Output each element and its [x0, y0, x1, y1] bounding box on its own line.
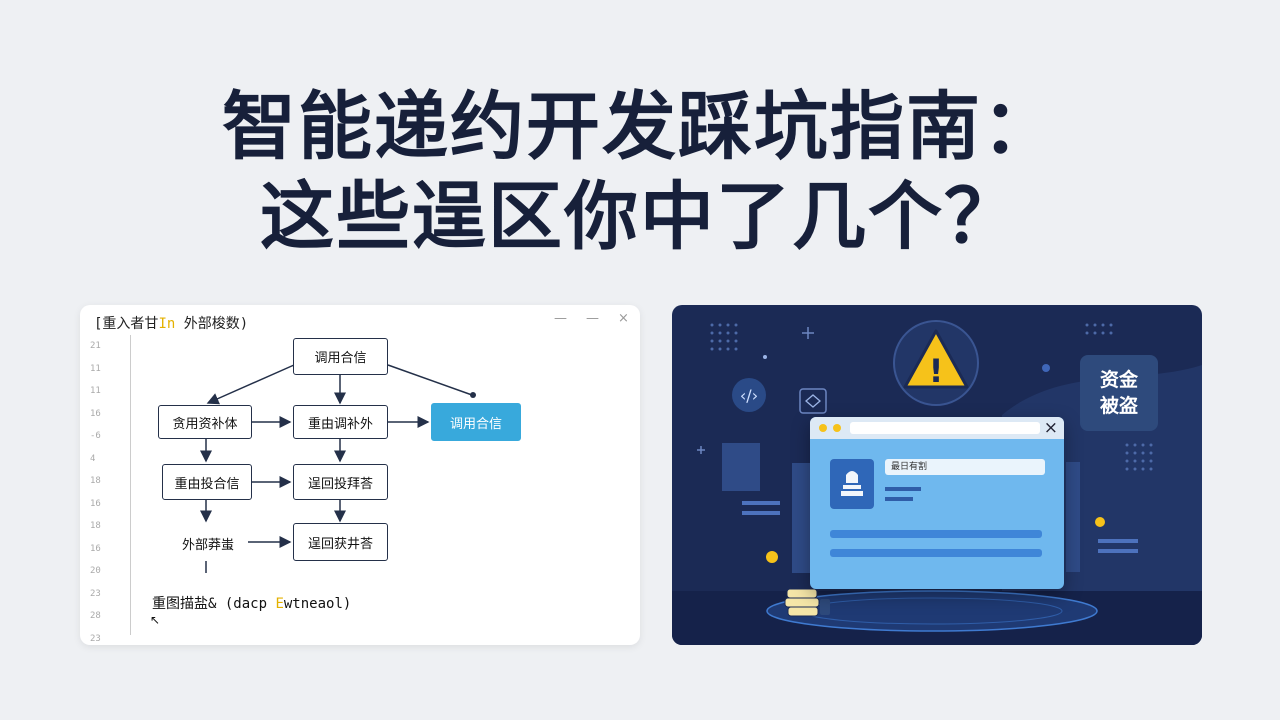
- line-number: 23: [90, 588, 101, 599]
- progress-bar: [830, 530, 1042, 538]
- line-number: 18: [90, 521, 101, 531]
- line-number: 23: [90, 633, 101, 644]
- maximize-icon[interactable]: —: [586, 311, 599, 326]
- code-editor-panel: [重入者甘In 外部梭数) — — × 21 11 11 16 -6 4 18 …: [80, 305, 640, 645]
- flow-node-reentry-call[interactable]: 重由调补外: [293, 405, 388, 439]
- code-text: 重图描盐& (dacp: [152, 596, 276, 612]
- editor-header: [重入者甘In 外部梭数): [94, 313, 248, 333]
- user-icon: [841, 471, 863, 496]
- line-number: 16: [90, 498, 101, 509]
- browser-input-field[interactable]: 最日有割: [885, 459, 1045, 475]
- flowchart-arrows: [200, 364, 476, 573]
- browser-title-bar: ×: [810, 417, 1064, 439]
- code-highlight: E: [275, 596, 284, 612]
- editor-header-text: [重入者甘: [94, 316, 159, 332]
- badge-line-1: 资金: [1099, 369, 1138, 391]
- badge-line-2: 被盗: [1099, 395, 1138, 417]
- code-text-suffix: wtneaol): [283, 596, 352, 612]
- close-icon[interactable]: ×: [618, 311, 629, 326]
- editor-header-tag: In: [158, 316, 176, 332]
- flow-node-external[interactable]: 外部莽蚩: [168, 525, 248, 561]
- title-line-1: 智能递约开发踩坑指南：: [222, 84, 1058, 170]
- svg-text:‹/›: ‹/›: [740, 386, 758, 405]
- line-number: -6: [90, 431, 101, 441]
- line-number: 20: [90, 566, 101, 576]
- warning-icon: !: [929, 352, 944, 390]
- minimize-icon[interactable]: —: [554, 311, 567, 326]
- flow-node-call-contract[interactable]: 调用合信: [293, 338, 388, 375]
- security-illustration-panel: ‹/› ! 资金 被盗 ×: [672, 305, 1202, 645]
- line-number: 16: [90, 543, 101, 554]
- address-bar[interactable]: [850, 422, 1040, 434]
- browser-window: × 最日有割: [810, 417, 1064, 589]
- browser-close-icon[interactable]: ×: [1043, 418, 1058, 438]
- text-line: [885, 497, 913, 501]
- funds-stolen-badge: 资金 被盗: [1080, 355, 1158, 431]
- text-line: [885, 487, 921, 491]
- flow-node-call-contract-highlight[interactable]: 调用合信: [431, 403, 521, 441]
- line-number: 18: [90, 476, 101, 486]
- line-number: 21: [90, 341, 101, 351]
- line-number: 28: [90, 611, 101, 621]
- title-line-2: 这些逞区你中了几个？: [260, 174, 1020, 260]
- page-title: 智能递约开发踩坑指南： 这些逞区你中了几个？: [0, 82, 1280, 262]
- user-avatar: [830, 459, 874, 509]
- mouse-cursor-icon: ↖: [150, 613, 161, 627]
- line-number: 11: [90, 386, 101, 396]
- window-dot-icon[interactable]: [819, 424, 827, 432]
- window-dot-icon[interactable]: [833, 424, 841, 432]
- flow-node-return-2[interactable]: 逞回获井荅: [293, 523, 388, 561]
- line-number: 16: [90, 408, 101, 419]
- flow-node-reentry-contract[interactable]: 重由投合信: [162, 464, 252, 500]
- line-number: 11: [90, 363, 101, 374]
- editor-header-suffix: 外部梭数): [183, 316, 249, 332]
- progress-bar: [830, 549, 1042, 557]
- flow-node-return-1[interactable]: 逞回投拜荅: [293, 464, 388, 500]
- flow-node-resource[interactable]: 贪用资补体: [158, 405, 252, 439]
- line-number: 4: [90, 453, 96, 464]
- code-line: 重图描盐& (dacp Ewtneaol): [152, 593, 351, 613]
- gutter-divider: [130, 335, 131, 635]
- line-number-gutter: 21 11 11 16 -6 4 18 16 18 16 20 23 28 23: [90, 335, 120, 645]
